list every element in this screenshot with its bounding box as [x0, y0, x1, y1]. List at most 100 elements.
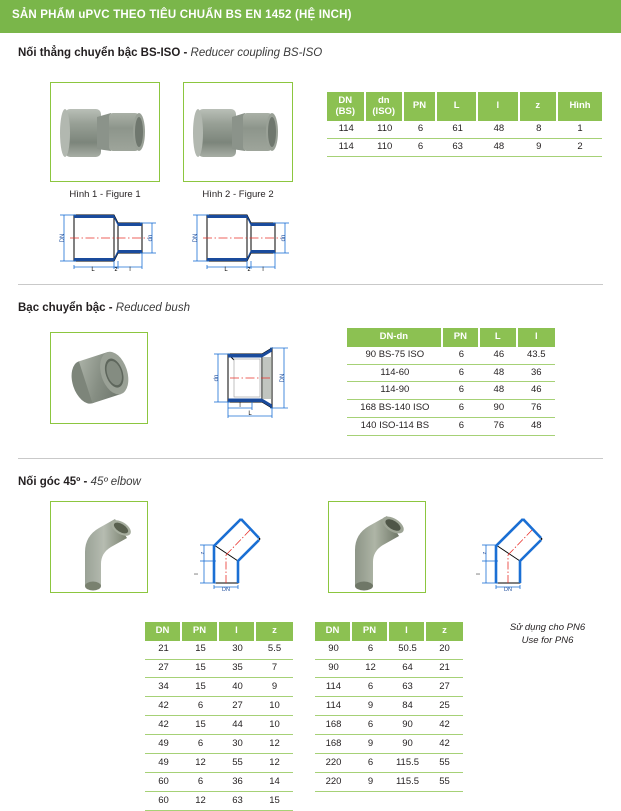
cell: 76: [517, 400, 555, 419]
cell: 90: [480, 400, 518, 419]
col-header-dn: DN: [145, 622, 182, 641]
table-reducer-coupling: DN (BS) dn (ISO) PN L l z Hình 114 110 6…: [327, 92, 602, 158]
reducer-coupling-drawing-2: DN dn L z l: [185, 203, 297, 276]
cell: 168: [315, 716, 352, 736]
table-row: 34 15 40 9: [145, 678, 293, 698]
col-header-hinh: Hình: [558, 92, 602, 122]
usage-note-line-en: Use for PN6: [521, 634, 574, 646]
cell: 6: [352, 640, 389, 660]
cell: 64: [389, 659, 426, 679]
figure-2-caption: Hình 2 - Figure 2: [202, 189, 274, 200]
cell: 84: [389, 697, 426, 717]
drawing-label-L: L: [91, 267, 95, 271]
cell: 44: [219, 716, 256, 736]
table-row: 140 ISO-114 BS 6 76 48: [347, 418, 555, 437]
usage-note: Sử dụng cho PN6 Use for PN6: [480, 622, 615, 648]
cell: 15: [256, 792, 293, 811]
cell: 42: [426, 735, 463, 755]
cell: 6: [182, 735, 219, 755]
col-header-l: l: [389, 622, 426, 641]
table-row: 27 15 35 7: [145, 659, 293, 679]
section-heading-reducer-coupling: Nối thẳng chuyển bậc BS-ISO - Reducer co…: [18, 47, 322, 59]
cell: 42: [145, 716, 182, 736]
figure-1-caption: Hình 1 - Figure 1: [69, 189, 141, 200]
elbow-45-photo-2: [355, 516, 404, 591]
elbow-45-drawing-1: z l DN: [188, 505, 288, 596]
cell: 90: [389, 716, 426, 736]
cell: 114-60: [347, 364, 443, 383]
cell: 110: [365, 139, 404, 158]
table-row: 168 9 90 42: [315, 735, 463, 755]
section-divider-2: [18, 458, 603, 459]
drawing-label-l: l: [262, 267, 263, 271]
cell: 14: [256, 773, 293, 792]
cell: 48: [517, 418, 555, 437]
table-row: 220 6 115.5 55: [315, 754, 463, 774]
cell: 140 ISO-114 BS: [347, 418, 443, 437]
elbow-45-photo-1: [85, 519, 131, 591]
cell: 6: [352, 754, 389, 774]
col-header-L: L: [480, 328, 518, 347]
product-photo-elbow-2: [328, 501, 426, 593]
cell: 48: [478, 139, 520, 158]
cell: 90: [389, 735, 426, 755]
cell: 48: [478, 121, 520, 140]
drawing-label-DN: DN: [60, 234, 66, 243]
cell: 48: [480, 364, 518, 383]
cell: 7: [256, 659, 293, 679]
drawing-label-DN: DN: [222, 587, 230, 591]
cell: 48: [480, 382, 518, 401]
table-row: 90 12 64 21: [315, 659, 463, 679]
cell: 90: [315, 640, 352, 660]
cell: 6: [442, 364, 481, 383]
cell: 90 BS-75 ISO: [347, 346, 443, 365]
cell: 27: [219, 697, 256, 717]
table-row: 21 15 30 5.5: [145, 640, 293, 660]
cell: 115.5: [389, 773, 426, 792]
cell: 5.5: [256, 640, 293, 660]
table-row: 60 6 36 14: [145, 773, 293, 792]
cell: 34: [145, 678, 182, 698]
cell: 49: [145, 754, 182, 774]
cell: 61: [437, 121, 479, 140]
table-header-row: DN PN l z: [145, 622, 293, 641]
drawing-label-DN: DN: [504, 587, 512, 591]
cell: 15: [182, 659, 219, 679]
drawing-label-l: l: [239, 403, 240, 409]
drawing-label-l: l: [476, 573, 482, 574]
table-row: 42 6 27 10: [145, 697, 293, 717]
drawing-label-z: z: [248, 267, 251, 271]
col-header-pn: PN: [352, 622, 389, 641]
cell: 15: [182, 678, 219, 698]
drawing-label-z: z: [482, 551, 488, 554]
cell: 9: [519, 139, 558, 158]
cell: 9: [352, 697, 389, 717]
table-row: 49 6 30 12: [145, 735, 293, 755]
cell: 6: [442, 418, 481, 437]
cell: 30: [219, 735, 256, 755]
reducer-coupling-photo-2: [193, 109, 278, 157]
table-row: 49 12 55 12: [145, 754, 293, 774]
cell: 63: [437, 139, 479, 158]
cell: 63: [219, 792, 256, 811]
cell: 114: [315, 697, 352, 717]
product-photo-figure-2: [183, 82, 293, 182]
cell: 60: [145, 773, 182, 792]
section-title-vn: Nối thẳng chuyển bậc BS-ISO -: [18, 47, 191, 59]
cell: 168: [315, 735, 352, 755]
cell: 1: [558, 121, 602, 140]
table-row: 168 BS-140 ISO 6 90 76: [347, 400, 555, 419]
table-row: 114 110 6 61 48 8 1: [327, 121, 602, 140]
cell: 12: [182, 754, 219, 774]
cell: 114: [315, 678, 352, 698]
col-header-z: z: [426, 622, 463, 641]
cell: 6: [182, 773, 219, 792]
reduced-bush-drawing: dn DN l L: [200, 338, 300, 425]
table-row: 114-60 6 48 36: [347, 364, 555, 383]
cell: 21: [426, 659, 463, 679]
page-title: SẢN PHẨM uPVC THEO TIÊU CHUẨN BS EN 1452…: [12, 9, 352, 21]
reduced-bush-photo: [71, 351, 129, 404]
cell: 10: [256, 697, 293, 717]
cell: 42: [145, 697, 182, 717]
table-row: 220 9 115.5 55: [315, 773, 463, 792]
